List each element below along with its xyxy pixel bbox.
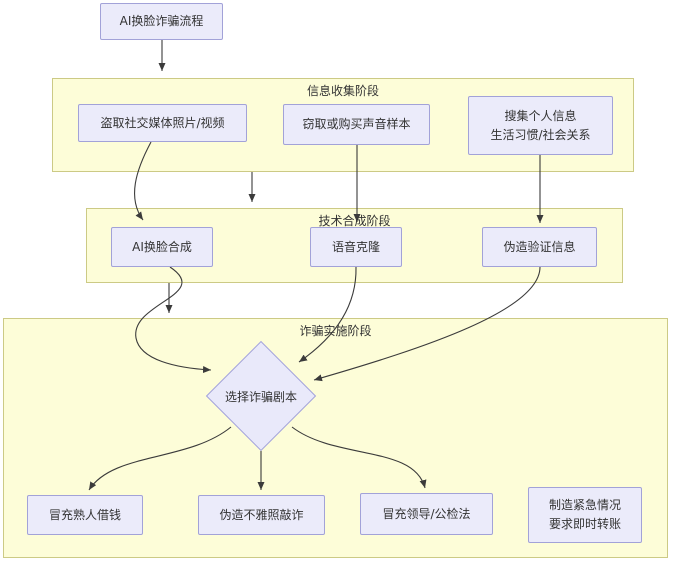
edge-face-swap-to-choose bbox=[135, 266, 212, 374]
node-voice-clone-label: 语音克隆 bbox=[331, 239, 380, 254]
edge-choose-to-leader bbox=[291, 426, 427, 489]
node-urgent-transfer-line1: 制造紧急情况 bbox=[548, 498, 621, 513]
edge-steal-photos-to-face-swap bbox=[134, 141, 152, 221]
node-fake-verify-label: 伪造验证信息 bbox=[503, 239, 576, 254]
node-impersonate-leader-label: 冒充领导/公检法 bbox=[382, 506, 471, 521]
node-voice-clone: 语音克隆 bbox=[310, 227, 402, 267]
edge-choose-to-borrow bbox=[88, 426, 232, 491]
node-process-title-label: AI换脸诈骗流程 bbox=[119, 14, 204, 29]
node-steal-voice-label: 窃取或购买声音样本 bbox=[302, 117, 411, 132]
edge-voice-clone-to-choose bbox=[298, 266, 357, 363]
node-steal-voice: 窃取或购买声音样本 bbox=[283, 104, 430, 145]
node-steal-photos: 盗取社交媒体照片/视频 bbox=[78, 104, 247, 142]
node-collect-info: 搜集个人信息 生活习惯/社会关系 bbox=[468, 96, 613, 155]
node-steal-photos-label: 盗取社交媒体照片/视频 bbox=[100, 115, 225, 130]
node-face-swap: AI换脸合成 bbox=[111, 227, 213, 267]
stage-collection-label: 信息收集阶段 bbox=[306, 84, 379, 98]
node-process-title: AI换脸诈骗流程 bbox=[100, 3, 223, 40]
node-blackmail-label: 伪造不雅照敲诈 bbox=[219, 507, 304, 522]
node-urgent-transfer-line2: 要求即时转账 bbox=[548, 517, 621, 531]
node-impersonate-leader: 冒充领导/公检法 bbox=[360, 493, 493, 535]
node-collect-info-line2: 生活习惯/社会关系 bbox=[490, 127, 591, 142]
node-fake-verify: 伪造验证信息 bbox=[482, 227, 597, 267]
node-borrow-money-label: 冒充熟人借钱 bbox=[48, 507, 121, 522]
node-blackmail: 伪造不雅照敲诈 bbox=[198, 495, 325, 535]
edge-fake-verify-to-choose bbox=[313, 266, 541, 382]
node-collect-info-line1: 搜集个人信息 bbox=[504, 108, 577, 123]
node-face-swap-label: AI换脸合成 bbox=[132, 239, 192, 254]
node-borrow-money: 冒充熟人借钱 bbox=[27, 495, 143, 535]
node-urgent-transfer: 制造紧急情况 要求即时转账 bbox=[528, 487, 642, 543]
decision-choose-script: 选择诈骗剧本 bbox=[224, 390, 297, 404]
stage-execution-label: 诈骗实施阶段 bbox=[299, 324, 372, 338]
